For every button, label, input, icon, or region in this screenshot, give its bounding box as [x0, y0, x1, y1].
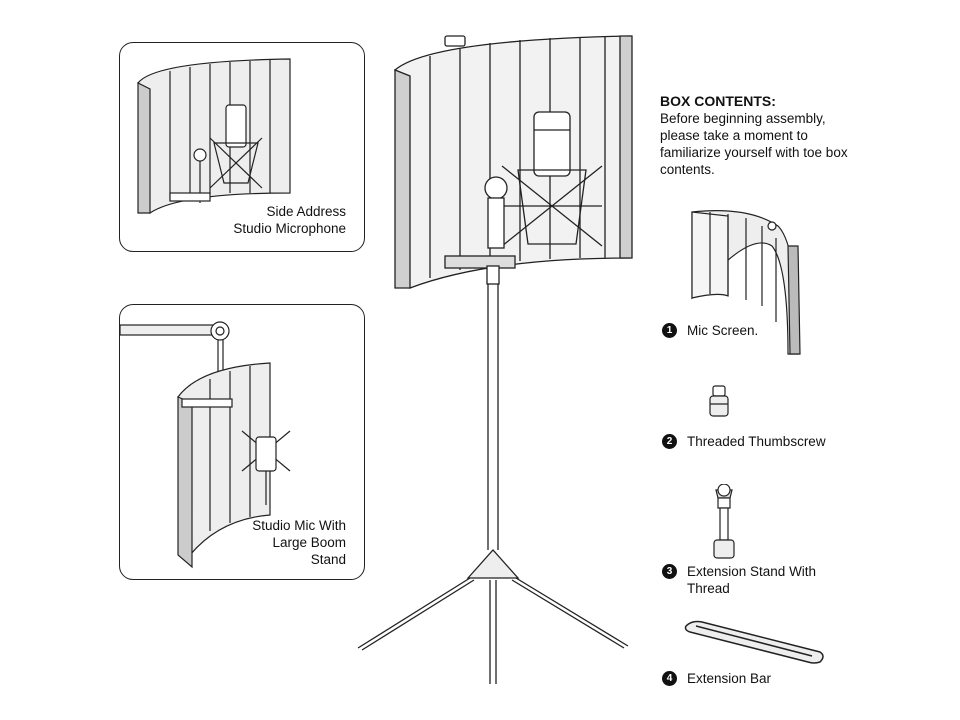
item-number-badge: 2 — [662, 434, 677, 449]
item-label: Extension Stand With Thread — [687, 564, 817, 596]
boom-stand-panel: Studio Mic With Large Boom Stand — [119, 304, 365, 580]
mic-screen-part-illustration — [691, 210, 801, 355]
extension-bar-part-illustration — [684, 620, 824, 664]
item-label: Threaded Thumbscrew — [687, 434, 826, 449]
item-label: Mic Screen. — [687, 323, 759, 338]
item-extension-stand: 3 Extension Stand With Thread — [662, 563, 862, 597]
side-address-caption: Side Address Studio Microphone — [233, 204, 346, 236]
side-address-illustration — [137, 58, 291, 215]
item-number-badge: 1 — [662, 323, 677, 338]
item-number-badge: 3 — [662, 564, 677, 579]
item-mic-screen: 1 Mic Screen. — [662, 322, 758, 339]
box-contents-description: Before beginning assembly, please take a… — [660, 111, 848, 177]
microphone-shape — [533, 111, 571, 177]
item-label: Extension Bar — [687, 671, 772, 686]
boom-stand-illustration — [120, 321, 291, 569]
item-thumbscrew: 2 Threaded Thumbscrew — [662, 433, 826, 450]
item-number-badge: 4 — [662, 671, 677, 686]
thumbscrew-part-illustration — [709, 385, 729, 417]
side-address-panel: Side Address Studio Microphone — [119, 42, 365, 252]
main-assembly-illustration — [357, 35, 633, 684]
boom-stand-caption: Studio Mic With Large Boom Stand — [252, 518, 346, 567]
box-contents-title: BOX CONTENTS: — [660, 93, 776, 109]
extension-stand-part-illustration — [713, 484, 735, 559]
item-extension-bar: 4 Extension Bar — [662, 670, 771, 687]
